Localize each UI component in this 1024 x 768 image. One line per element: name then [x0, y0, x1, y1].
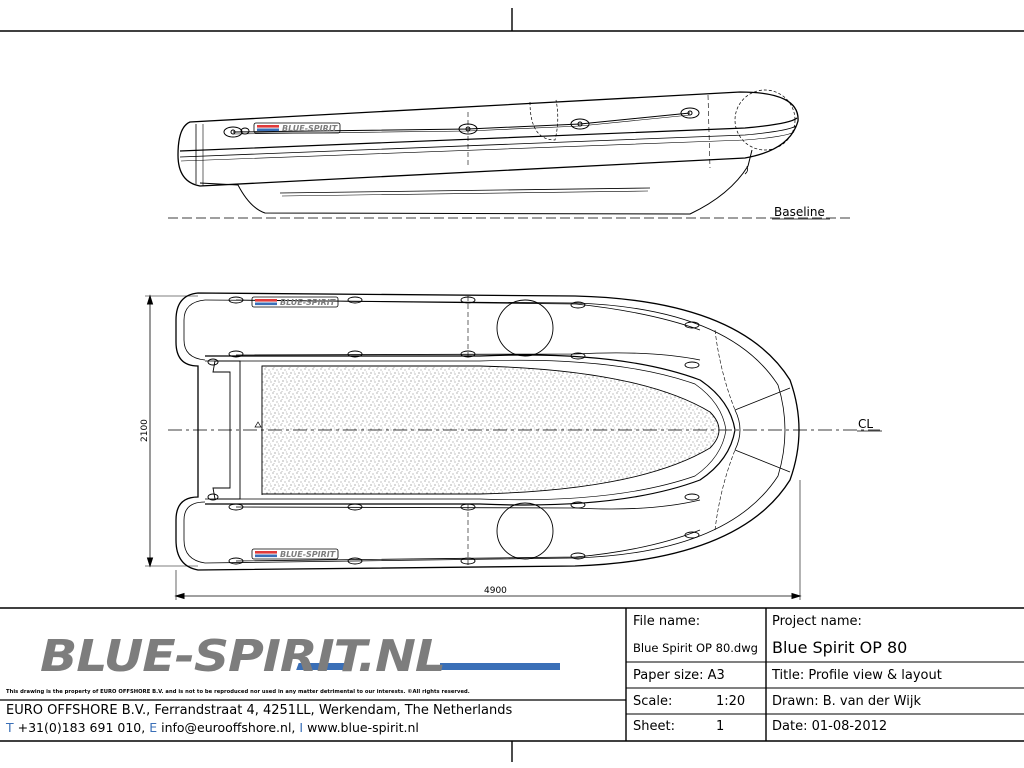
- email-address: info@eurooffshore.nl,: [161, 720, 296, 735]
- drawn-by: Drawn: B. van der Wijk: [772, 694, 921, 709]
- scale-value: 1:20: [716, 694, 746, 709]
- paper-size: Paper size: A3: [633, 668, 725, 683]
- sheet-value: 1: [716, 719, 725, 734]
- website: www.blue-spirit.nl: [307, 720, 419, 735]
- sheet-frame: [0, 8, 1024, 762]
- blue-spirit-logo: BLUE-SPIRIT.NL: [40, 631, 560, 682]
- plan-view: [145, 292, 882, 600]
- profile-view: [168, 89, 850, 220]
- svg-text:BLUE-SPIRIT: BLUE-SPIRIT: [282, 124, 338, 133]
- web-letter: I: [299, 720, 304, 735]
- file-name-label: File name:: [633, 614, 701, 629]
- phone-number: +31(0)183 691 010,: [17, 720, 146, 735]
- scale-label: Scale:: [633, 694, 673, 709]
- baseline-label: Baseline: [774, 205, 825, 219]
- email-letter: E: [149, 720, 158, 735]
- file-name-value: Blue Spirit OP 80.dwg: [633, 641, 758, 655]
- disclaimer-text: This drawing is the property of EURO OFF…: [6, 689, 470, 695]
- project-name-label: Project name:: [772, 614, 862, 629]
- profile-decal: BLUE-SPIRIT: [257, 124, 338, 133]
- title-block-grid: [0, 608, 1024, 741]
- drawing-title: Title: Profile view & layout: [772, 668, 942, 683]
- width-dimension-label: 2100: [140, 419, 150, 442]
- length-dimension-label: 4900: [484, 586, 507, 596]
- sheet-label: Sheet:: [633, 719, 675, 734]
- logo-text: BLUE-SPIRIT.NL: [40, 631, 445, 682]
- company-address: EURO OFFSHORE B.V., Ferrandstraat 4, 425…: [6, 703, 513, 718]
- drawing-date: Date: 01-08-2012: [772, 719, 888, 734]
- phone-letter: T: [6, 720, 14, 735]
- company-contact: T +31(0)183 691 010, E info@eurooffshore…: [6, 720, 419, 735]
- svg-text:BLUE-SPIRIT: BLUE-SPIRIT: [280, 550, 336, 559]
- project-name-value: Blue Spirit OP 80: [772, 638, 908, 657]
- svg-text:BLUE-SPIRIT: BLUE-SPIRIT: [280, 298, 336, 307]
- plan-decals: BLUE-SPIRIT BLUE-SPIRIT: [255, 298, 336, 559]
- centerline-label: CL: [858, 417, 873, 431]
